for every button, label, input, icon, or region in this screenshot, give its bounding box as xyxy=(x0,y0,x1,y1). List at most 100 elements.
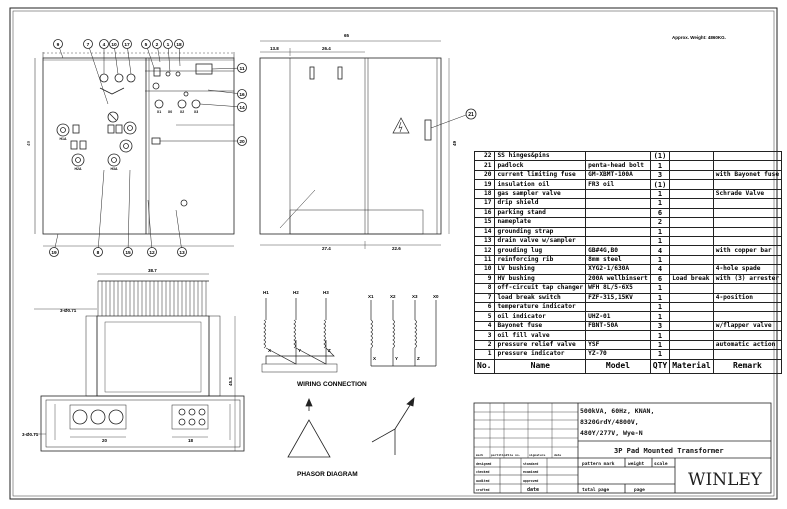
bom-cell-no: 16 xyxy=(473,207,496,219)
title-block-text: 500kVA, 60Hz, KNAN, 8320GrdY/4800V, 480Y… xyxy=(476,407,724,493)
bom-cell-model xyxy=(585,188,651,200)
bom-cell-no: 18 xyxy=(473,188,496,200)
balloon xyxy=(83,39,93,49)
bom-cell-material xyxy=(669,169,714,181)
bom-cell-name: HV bushing xyxy=(494,273,587,285)
bom-cell-remark: with (3) arrester xyxy=(712,273,783,285)
bom-cell-no: 19 xyxy=(473,179,496,190)
bom-cell-no: 4 xyxy=(473,320,496,332)
bushing-label-x1: X1 xyxy=(157,110,161,114)
svg-text:date: date xyxy=(554,453,561,457)
bom-cell-qty: 1 xyxy=(649,188,671,200)
bom-cell-remark xyxy=(712,349,783,360)
bom-cell-no: 14 xyxy=(473,226,496,237)
bom-cell-name: current limiting fuse xyxy=(494,169,587,181)
bom-cell-remark xyxy=(712,207,783,219)
bom-cell-remark: with copper bar xyxy=(712,245,783,256)
bom-cell-remark: Schrade Valve xyxy=(712,188,783,200)
bom-cell-name: LV bushing xyxy=(494,264,587,275)
bom-cell-no: 21 xyxy=(473,160,496,171)
balloon xyxy=(174,39,184,49)
bom-cell-material xyxy=(669,301,714,313)
svg-text:H1: H1 xyxy=(263,290,269,295)
bom-cell-no: 9 xyxy=(473,273,496,285)
bushing-label-x2: X2 xyxy=(180,110,184,114)
bom-header-name: Name xyxy=(494,358,587,374)
svg-text:signature: signature xyxy=(529,453,545,457)
balloon-label: 10 xyxy=(111,42,117,48)
bom-cell-material xyxy=(669,235,714,247)
bom-cell-name: padlock xyxy=(494,160,587,171)
balloon-label: 16 xyxy=(239,92,245,98)
bom-cell-name: off-circuit tap changer xyxy=(494,283,587,294)
dim-3-071-top: 3-Ø0.71 xyxy=(60,308,77,313)
front-view xyxy=(42,52,235,235)
bom-cell-name: gas sampler valve xyxy=(494,188,587,200)
bom-cell-model xyxy=(585,217,651,228)
bom-cell-no: 3 xyxy=(473,330,496,341)
svg-text:X: X xyxy=(268,348,271,353)
balloon-label: 19 xyxy=(51,250,57,256)
svg-text:Z: Z xyxy=(417,356,420,361)
spec-line-1: 500kVA, 60Hz, KNAN, xyxy=(580,407,654,415)
leader-line xyxy=(211,67,243,70)
leader-line xyxy=(97,169,105,253)
balloon xyxy=(237,102,247,112)
bom-cell-material xyxy=(669,198,714,209)
bom-cell-material xyxy=(669,320,714,332)
bom-cell-remark: with Bayonet fuse xyxy=(712,169,783,181)
dim-38-7: 38.7 xyxy=(148,268,157,273)
company-logo: WINLEY xyxy=(688,470,763,490)
bom-header-model: Model xyxy=(585,358,651,374)
balloon-label: 17 xyxy=(124,42,130,48)
balloon xyxy=(237,63,247,73)
bom-cell-remark xyxy=(712,226,783,237)
bom-cell-qty: 2 xyxy=(649,217,671,228)
svg-text:standard: standard xyxy=(523,462,538,466)
balloon xyxy=(237,136,247,146)
balloon-label: 15 xyxy=(125,250,131,256)
bom-cell-material xyxy=(669,330,714,341)
bom-cell-material xyxy=(669,283,714,294)
bom-cell-name: reinforcing rib xyxy=(494,254,587,266)
balloon xyxy=(147,247,157,257)
bom-cell-material xyxy=(669,160,714,171)
bom-cell-model: WFH 8L/5-6X5 xyxy=(585,283,651,294)
spec-line-2: 8320GrdY/4800V, xyxy=(580,418,639,426)
balloon xyxy=(99,39,109,49)
svg-text:X: X xyxy=(373,356,376,361)
svg-text:Y: Y xyxy=(298,348,301,353)
svg-text:Z: Z xyxy=(328,348,331,353)
dim-26-4: 26.4 xyxy=(322,46,331,51)
bom-cell-no: 8 xyxy=(473,283,496,294)
pattern-mark-label: pattern mark xyxy=(582,461,615,467)
bom-cell-model: GB#4G,B0 xyxy=(585,245,651,256)
svg-text:X3: X3 xyxy=(412,294,418,299)
svg-text:file no.: file no. xyxy=(506,453,521,457)
bom-cell-model: UHZ-01 xyxy=(585,311,651,322)
leader-line xyxy=(147,199,153,253)
dim-22-6: 22.6 xyxy=(392,246,401,251)
bom-cell-material xyxy=(669,264,714,275)
bom-header-qty: QTY xyxy=(649,358,671,374)
page-label: page xyxy=(634,488,645,493)
phasor-diagram xyxy=(287,397,415,458)
bom-cell-name: oil fill valve xyxy=(494,330,587,341)
bom-cell-material xyxy=(669,179,714,190)
balloon xyxy=(177,247,187,257)
bom-cell-model: YZ-70 xyxy=(585,349,651,360)
bom-cell-remark: 4-hole spade xyxy=(712,264,783,275)
bom-cell-remark xyxy=(712,150,783,162)
svg-text:audited: audited xyxy=(476,479,490,483)
